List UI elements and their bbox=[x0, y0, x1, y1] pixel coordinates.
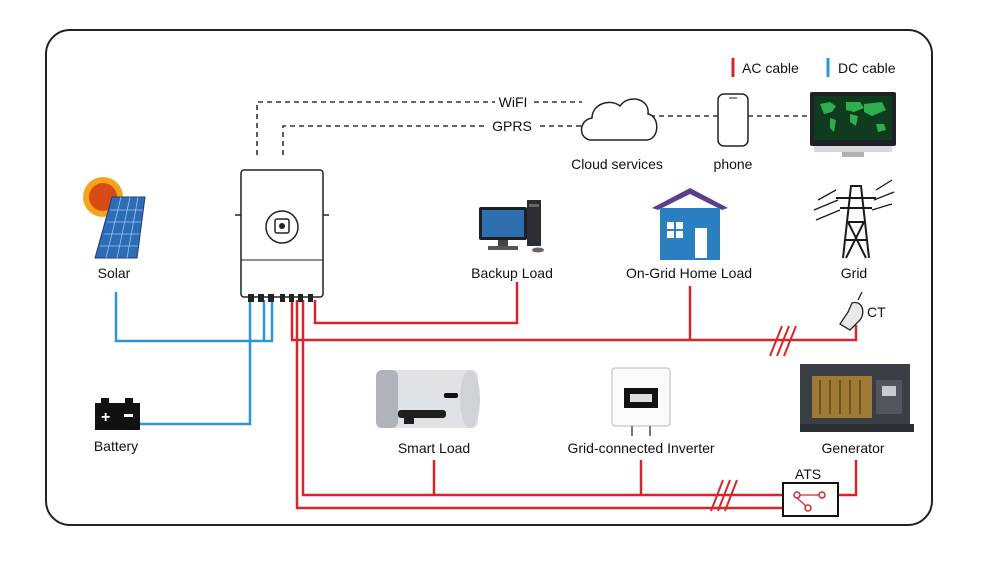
backup-load-label: Backup Load bbox=[471, 265, 553, 281]
gen-ac-cable-2 bbox=[295, 300, 784, 510]
generator-ac-cable bbox=[838, 460, 858, 497]
legend-ac-label: AC cable bbox=[742, 60, 799, 76]
wifi-line bbox=[256, 101, 495, 155]
home-load-label: On-Grid Home Load bbox=[625, 265, 753, 281]
phone-label: phone bbox=[713, 156, 753, 172]
solar-label: Solar bbox=[97, 265, 131, 281]
backup-ac-cable bbox=[313, 282, 519, 325]
solar-dc-cable bbox=[114, 292, 274, 343]
solar-panel-icon bbox=[94, 196, 146, 259]
dc-cables bbox=[114, 292, 274, 426]
gprs-line bbox=[282, 125, 485, 155]
computer-icon bbox=[479, 200, 544, 253]
phone-icon bbox=[717, 93, 749, 147]
cloud-icon bbox=[580, 98, 658, 141]
ct-label: CT bbox=[867, 304, 886, 320]
legend-dc-label: DC cable bbox=[838, 60, 896, 76]
comm-lines bbox=[256, 101, 810, 155]
grid-ac-cable bbox=[290, 300, 858, 342]
battery-icon: + bbox=[95, 398, 140, 430]
cloud-label: Cloud services bbox=[571, 156, 663, 172]
battery-label: Battery bbox=[93, 438, 139, 454]
house-icon bbox=[652, 188, 728, 260]
diagram-frame bbox=[45, 29, 933, 526]
battery-dc-cable bbox=[140, 300, 252, 426]
monitor-icon bbox=[810, 92, 896, 157]
ct-clamp-icon bbox=[839, 291, 864, 331]
grid-inverter-label: Grid-connected Inverter bbox=[567, 440, 715, 456]
generator-label: Generator bbox=[821, 440, 885, 456]
wifi-label: WiFI bbox=[495, 94, 531, 110]
inverter-icon bbox=[235, 169, 329, 302]
ats-switch-icon bbox=[782, 482, 839, 517]
gprs-label: GPRS bbox=[489, 118, 535, 134]
cable-cut-marks bbox=[710, 325, 797, 512]
ats-label: ATS bbox=[794, 466, 822, 482]
grid-label: Grid bbox=[840, 265, 868, 281]
ac-cables bbox=[290, 282, 858, 510]
pylon-icon bbox=[813, 179, 895, 259]
water-heater-icon bbox=[376, 370, 480, 428]
svg-text:+: + bbox=[101, 409, 110, 426]
smart-load-label: Smart Load bbox=[397, 440, 471, 456]
grid-inverter-icon bbox=[611, 367, 671, 436]
gen-ac-cable-1 bbox=[301, 300, 784, 497]
generator-icon bbox=[800, 364, 914, 432]
